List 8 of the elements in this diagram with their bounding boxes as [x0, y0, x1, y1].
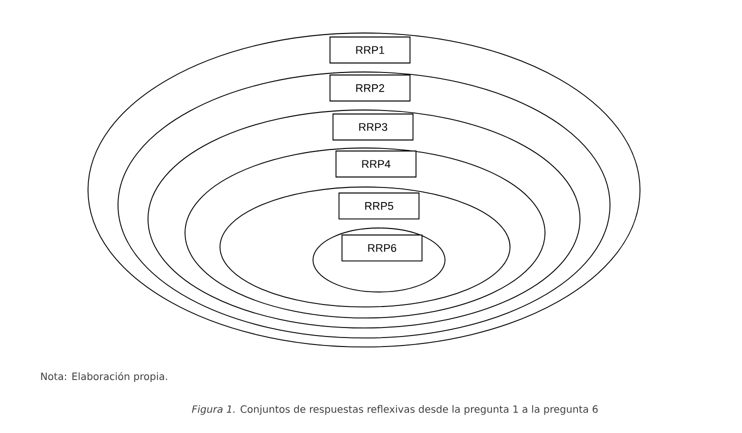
- caption: Figura 1. Conjuntos de respuestas reflexivas desde la pregunta 1 a la pregunta 6: [192, 405, 598, 415]
- label-box: RRP6: [342, 234, 422, 262]
- label-box: RRP3: [332, 114, 414, 140]
- label-box: RRP5: [338, 192, 420, 220]
- label-box: RRP1: [330, 36, 410, 64]
- note: Nota: Elaboración propia.: [41, 372, 168, 382]
- label-box: RRP4: [336, 150, 416, 178]
- label-box: RRP2: [330, 74, 410, 102]
